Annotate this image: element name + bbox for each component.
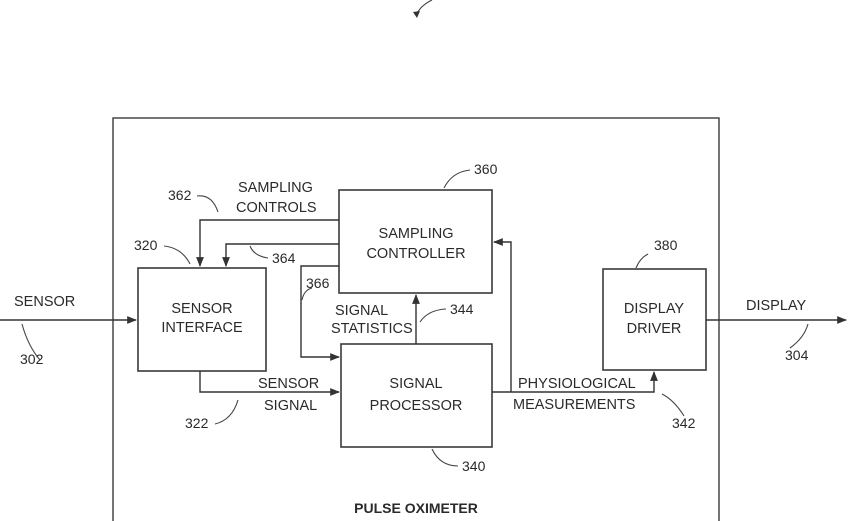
ref-364-label: 364 (272, 250, 296, 266)
physiological-label-line1: PHYSIOLOGICAL (518, 376, 636, 392)
ref-322-label: 322 (185, 415, 209, 431)
figure-lead-arrowhead (413, 11, 420, 18)
sampling-controls-label-line1: SAMPLING (238, 180, 313, 196)
measurement-feedback-line (494, 242, 511, 392)
sampling-controls-line (200, 220, 339, 266)
ref-322-leader (215, 400, 238, 424)
ref-344-label: 344 (450, 301, 474, 317)
signal-statistics-label-line1: SIGNAL (335, 303, 388, 319)
pulse-oximeter-label: PULSE OXIMETER (354, 500, 478, 516)
ref-342-label: 342 (672, 415, 696, 431)
ref-304-leader (790, 324, 808, 348)
display-output-label: DISPLAY (746, 298, 807, 314)
ref-360-label: 360 (474, 161, 498, 177)
physiological-label-line2: MEASUREMENTS (513, 397, 635, 413)
ref-340-label: 340 (462, 458, 486, 474)
sensor-signal-label-line2: SIGNAL (264, 398, 317, 414)
sampling-controller-label-line2: CONTROLLER (366, 246, 465, 262)
signal-processor-label-line2: PROCESSOR (370, 398, 463, 414)
ref-360-leader (444, 170, 470, 188)
signal-processor-block (341, 344, 492, 447)
display-driver-label-line2: DRIVER (627, 321, 682, 337)
signal-processor-label-line1: SIGNAL (389, 376, 442, 392)
display-driver-label-line1: DISPLAY (624, 301, 685, 317)
sensor-interface-label-line1: SENSOR (171, 301, 232, 317)
sensor-input-label: SENSOR (14, 294, 75, 310)
display-driver-block (603, 269, 706, 370)
sensor-signal-label-line1: SENSOR (258, 376, 319, 392)
ref-302-label: 302 (20, 351, 44, 367)
sampling-controller-label-line1: SAMPLING (379, 226, 454, 242)
ref-320-leader (164, 246, 190, 264)
sensor-interface-label-line2: INTERFACE (161, 320, 243, 336)
ref-344-leader (420, 309, 446, 322)
ref-340-leader (432, 449, 458, 466)
ref-362-label: 362 (168, 187, 192, 203)
ref-342-leader (662, 394, 684, 416)
sampling-controls-label-line2: CONTROLS (236, 200, 317, 216)
ref-380-label: 380 (654, 237, 678, 253)
ref-364-leader (250, 246, 268, 258)
ref-320-label: 320 (134, 237, 158, 253)
signal-statistics-label-line2: STATISTICS (331, 321, 413, 337)
ref-362-leader (197, 196, 218, 212)
ref-366-label: 366 (306, 275, 330, 291)
ref-380-leader (636, 254, 648, 268)
ref-304-label: 304 (785, 347, 809, 363)
